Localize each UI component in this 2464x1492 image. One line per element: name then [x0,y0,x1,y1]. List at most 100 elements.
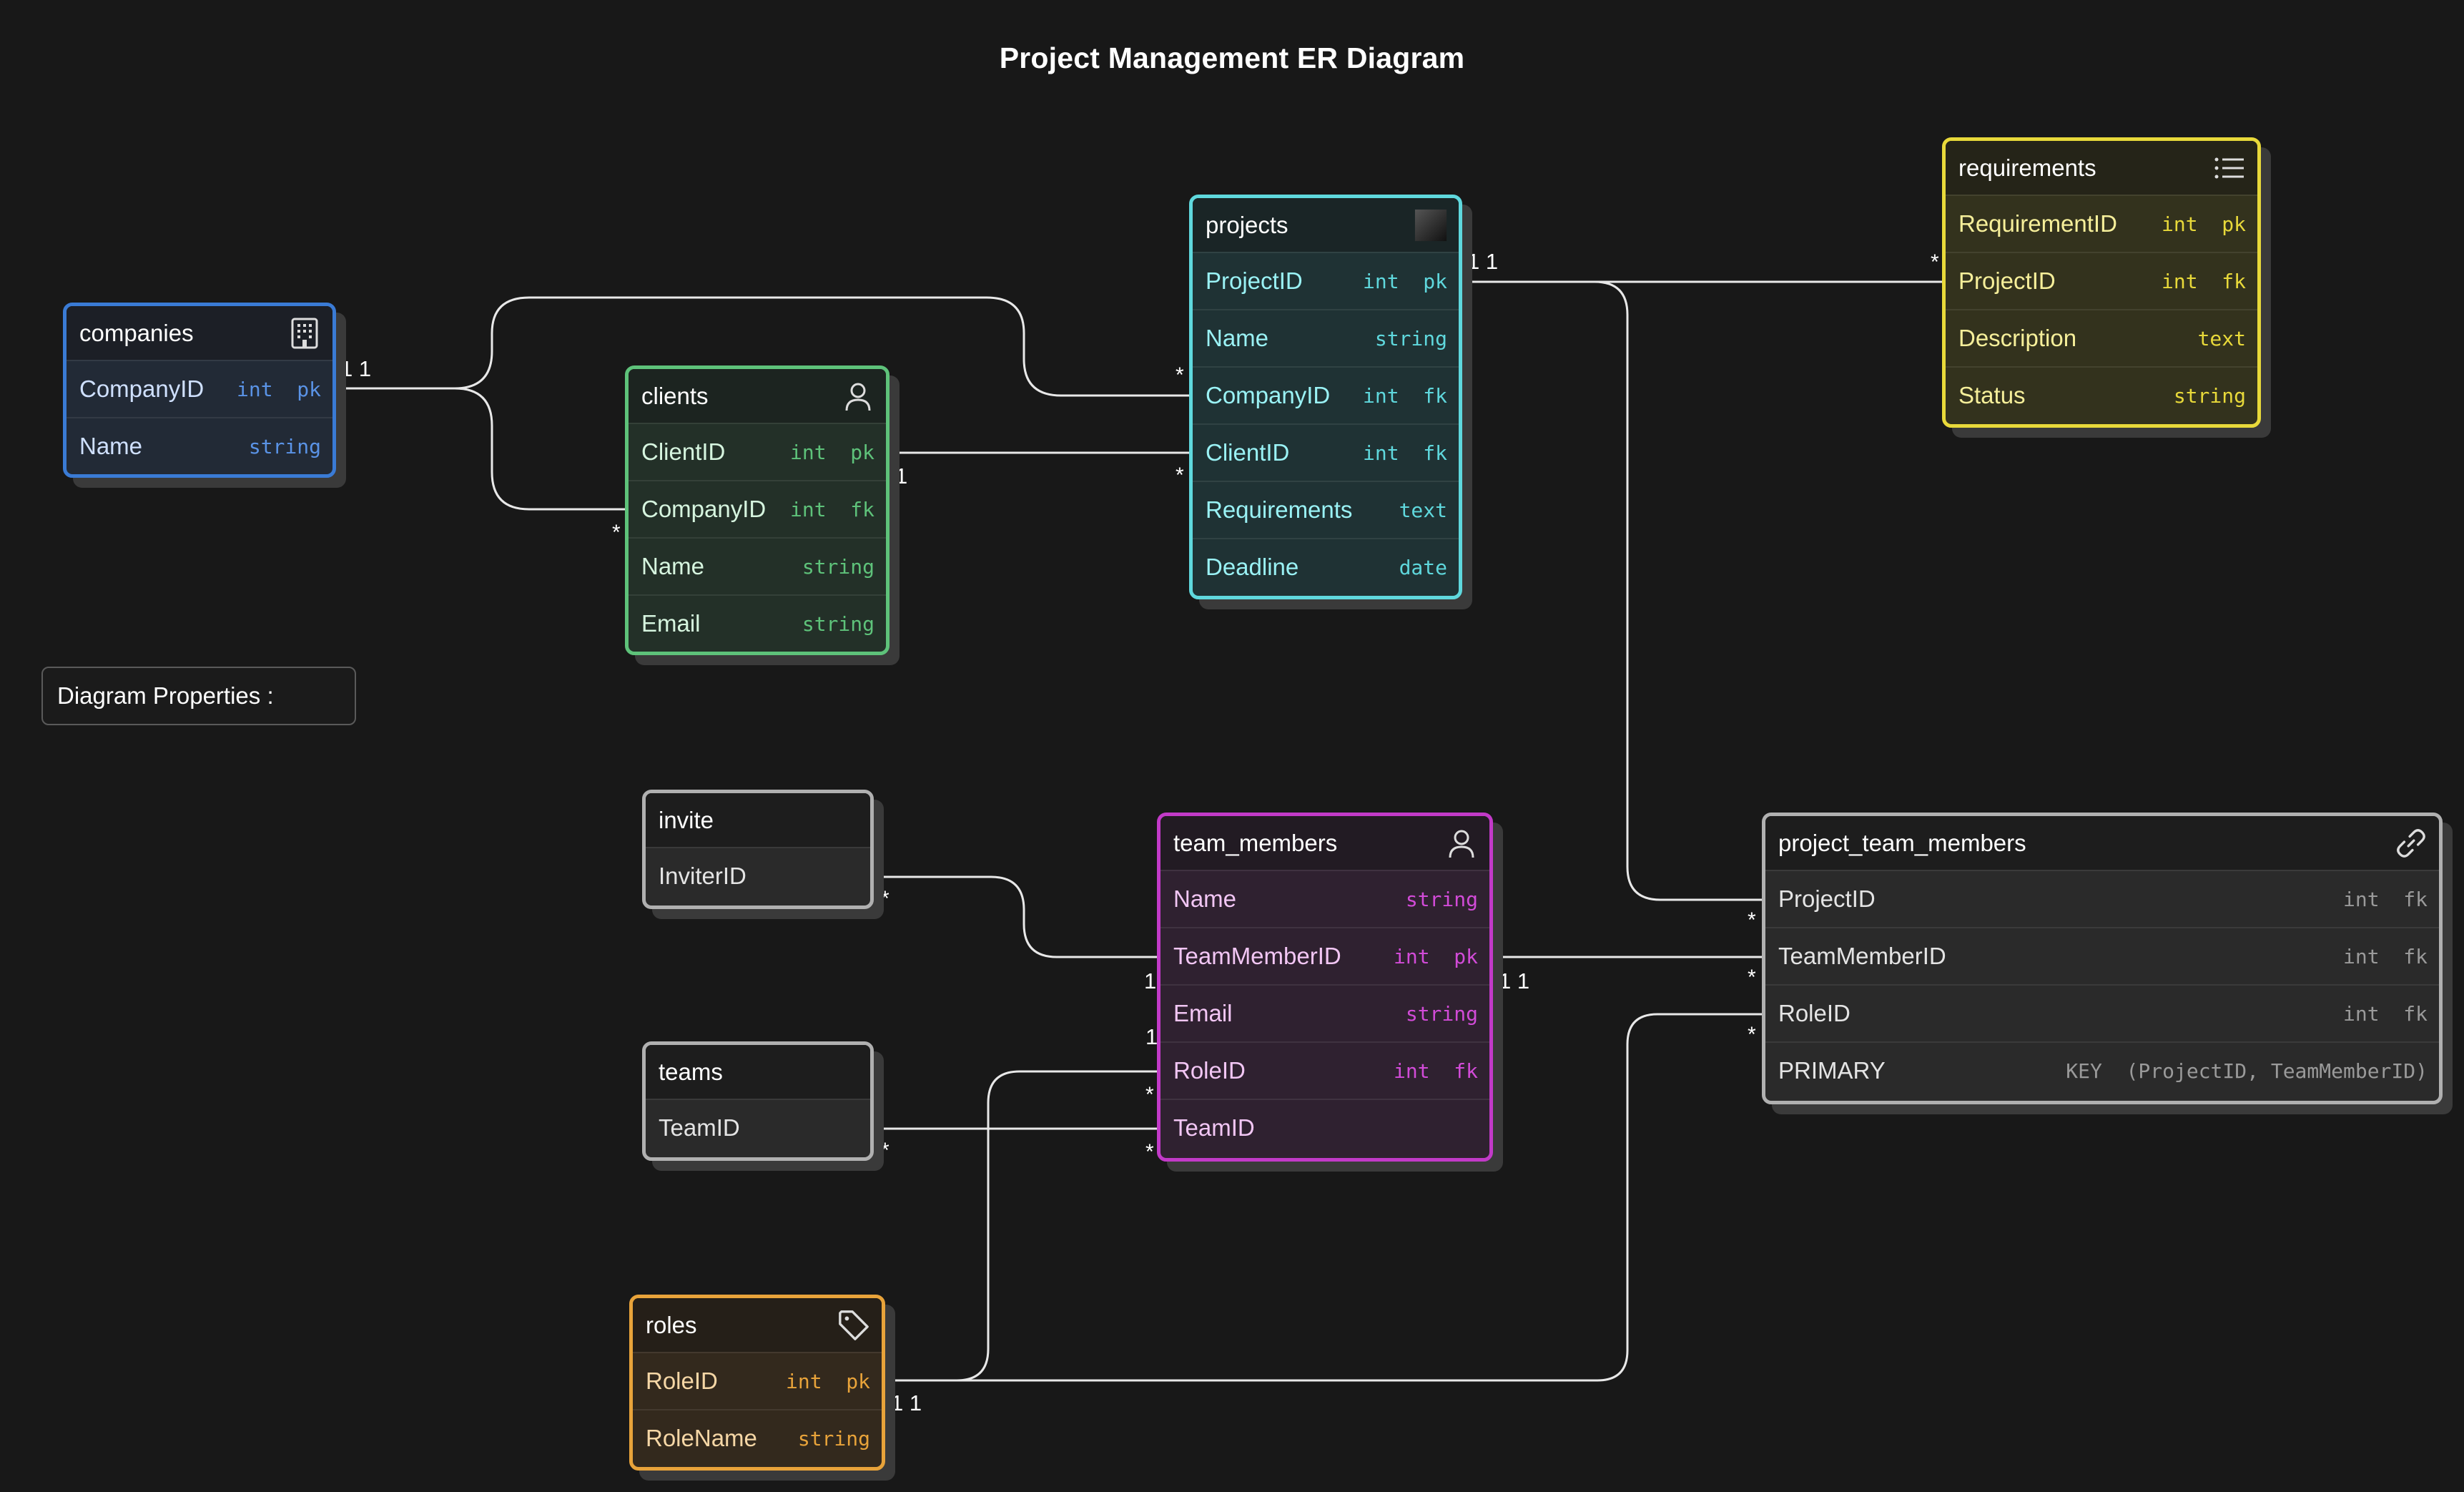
field-type: int fk [789,497,874,521]
field-row: TeamMemberID int pk [1160,927,1489,984]
entity-name: companies [79,319,194,346]
field-name: Name [1173,885,1237,912]
entity-team-members[interactable]: team_members Name string TeamMemberID in… [1157,813,1493,1162]
field-name: TeamID [1173,1114,1255,1141]
entity-teams[interactable]: teams TeamID [642,1041,874,1161]
field-row: ProjectID int fk [1946,252,2257,309]
cardinality-label: * [612,521,621,544]
entity-header: companies [66,306,332,360]
field-row: Status string [1946,366,2257,423]
cardinality-label: 1 1 [1499,968,1530,993]
field-type: int fk [2342,887,2428,911]
cardinality-label: 1 [1144,968,1157,993]
field-name: ClientID [1206,439,1290,466]
field-row: RoleName string [633,1409,882,1466]
field-row: ProjectID int fk [1765,870,2439,927]
field-name: Email [641,610,701,637]
link-invite-team-members [867,875,1166,958]
cardinality-label: 1 [895,463,908,489]
link-projects-ptm [1457,280,1766,901]
entity-name: projects [1206,211,1288,238]
field-name: ProjectID [1206,268,1303,294]
field-name: TeamMemberID [1778,943,1946,969]
field-row: CompanyID int pk [66,360,332,417]
field-type: int pk [1362,269,1447,293]
field-row: Email string [629,594,886,652]
entity-name: requirements [1958,154,2096,181]
entity-clients[interactable]: clients ClientID int pk CompanyID int fk… [625,365,889,655]
field-row: RoleID int fk [1160,1041,1489,1099]
entity-name: clients [641,382,709,409]
field-row: CompanyID int fk [629,480,886,537]
field-name: Deadline [1206,554,1299,580]
field-row: PRIMARY KEY (ProjectID, TeamMemberID) [1765,1041,2439,1099]
field-row: TeamID [646,1099,870,1156]
field-row: ClientID int fk [1193,423,1459,481]
entity-header: clients [629,369,886,423]
entity-requirements[interactable]: requirements RequirementID int pk Projec… [1942,137,2261,428]
link-roles-team-members [878,1070,1166,1382]
field-row: ClientID int pk [629,423,886,480]
field-type: int pk [1393,944,1478,968]
field-type: text [2197,326,2246,350]
field-type: int fk [2342,944,2428,968]
field-row: RoleID int fk [1765,984,2439,1041]
field-type: text [1399,498,1447,522]
diagram-properties-panel[interactable]: Diagram Properties : [41,667,356,725]
field-type: string [802,612,874,636]
field-name: CompanyID [1206,382,1331,408]
cardinality-label: * [1145,1083,1154,1106]
link-companies-clients [454,387,629,511]
entity-header: roles [633,1298,882,1352]
field-row: Name string [629,537,886,594]
entity-roles[interactable]: roles RoleID int pk RoleName string [629,1295,885,1471]
field-row: Name string [66,417,332,474]
field-type: string [248,434,321,458]
field-row: Deadline date [1193,538,1459,595]
cardinality-label: 1 1 [1467,249,1499,274]
field-name: Name [1206,325,1269,351]
entity-name: teams [659,1058,723,1085]
field-name: Name [79,433,143,459]
square-icon [1414,209,1447,242]
field-type: int fk [2161,269,2246,293]
person-icon [1445,827,1478,860]
cardinality-label: 1 1 [891,1390,922,1415]
field-name: ProjectID [1958,268,2056,294]
field-type: string [1405,887,1478,911]
cardinality-label: 1 [1145,1024,1158,1049]
field-row: RoleID int pk [633,1352,882,1409]
cardinality-label: * [1176,463,1184,487]
entity-header: projects [1193,198,1459,252]
cardinality-label: * [1931,250,1939,274]
field-row: CompanyID int fk [1193,366,1459,423]
tag-icon [837,1309,870,1342]
field-name: TeamID [659,1114,740,1141]
field-type: int pk [785,1369,870,1393]
field-name: RoleName [646,1425,757,1451]
field-type: int fk [2342,1001,2428,1026]
cardinality-label: 1 1 [340,356,372,381]
field-name: ProjectID [1778,885,1876,912]
field-name: Requirements [1206,496,1353,523]
field-name: InviterID [659,863,746,889]
cardinality-label: * [881,1139,889,1162]
entity-project-team-members[interactable]: project_team_members ProjectID int fk Te… [1762,813,2443,1104]
field-type: string [2173,383,2246,408]
field-type: int fk [1393,1059,1478,1083]
person-icon [842,380,874,413]
entity-projects[interactable]: projects ProjectID int pk Name string Co… [1189,195,1462,599]
field-type: date [1399,555,1447,579]
cardinality-label: * [1176,363,1184,387]
field-name: Name [641,553,705,579]
field-name: CompanyID [79,376,204,402]
entity-header: requirements [1946,141,2257,195]
field-row: TeamID [1160,1099,1489,1156]
field-name: Status [1958,382,2026,408]
entity-companies[interactable]: companies CompanyID int pk Name string [63,303,336,478]
field-type: string [797,1426,870,1451]
cardinality-label: * [881,887,889,911]
cardinality-label: * [1748,908,1756,932]
entity-invite[interactable]: invite InviterID [642,790,874,909]
field-name: ClientID [641,438,726,465]
